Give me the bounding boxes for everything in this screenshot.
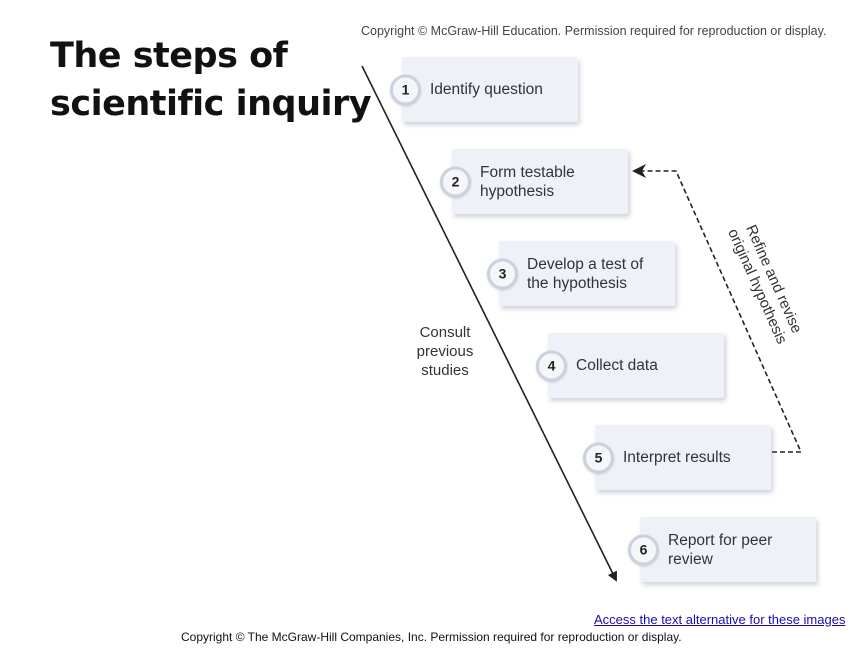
title-line-2: scientific inquiry [50,84,372,124]
step-card-4: 4 Collect data [536,333,724,398]
slide-title: The steps of scientific inquiry [50,32,372,128]
step-card-2: 2 Form testable hypothesis [440,149,628,214]
consult-previous-studies-label: Consult previous studies [416,324,474,379]
copyright-top: Copyright © McGraw-Hill Education. Permi… [361,24,827,38]
title-line-1: The steps of [50,36,288,76]
step-label: Form testable hypothesis [480,163,575,200]
step-label: Interpret results [623,449,731,466]
step-label: Report for peer review [668,531,773,568]
step-card-3: 3 Develop a test of the hypothesis [487,241,675,306]
refine-arrowhead [632,164,646,178]
step-label: Identify question [430,81,543,98]
step-number-badge: 4 [536,350,567,381]
step-label: Develop a test of the hypothesis [527,255,644,292]
text-alternative-link[interactable]: Access the text alternative for these im… [594,612,846,627]
step-card-6: 6 Report for peer review [628,517,816,582]
copyright-bottom: Copyright © The McGraw-Hill Companies, I… [181,630,682,644]
consult-arrow [361,65,617,582]
step-number-badge: 3 [487,258,518,289]
step-number-badge: 6 [628,534,659,565]
step-number-badge: 5 [583,442,614,473]
step-number-badge: 1 [390,74,421,105]
step-card-1: 1 Identify question [390,57,578,122]
step-label: Collect data [576,357,658,374]
step-card-5: 5 Interpret results [583,425,771,490]
step-number-badge: 2 [440,166,471,197]
